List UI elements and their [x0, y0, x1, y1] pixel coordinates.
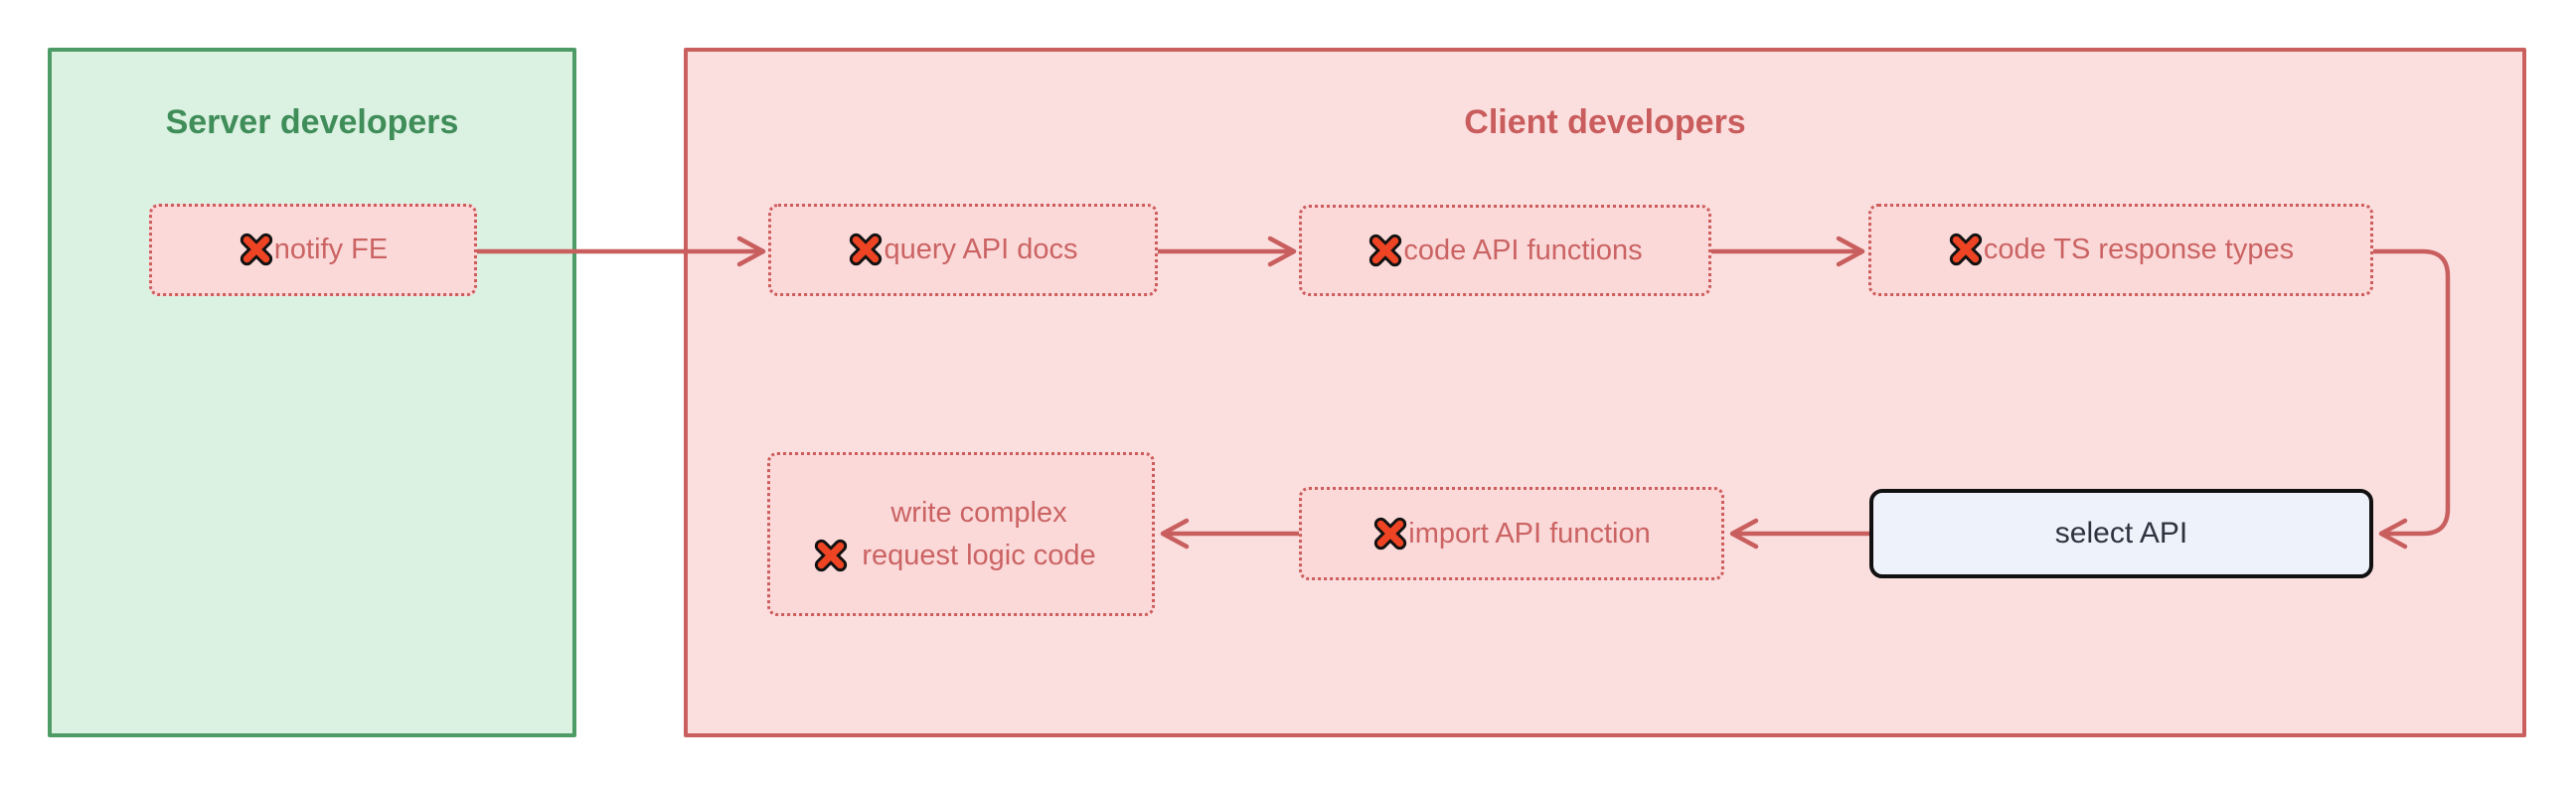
- node-code-api-functions: code API functions: [1299, 205, 1711, 296]
- client-group-title: Client developers: [1464, 103, 1746, 141]
- node-label: select API: [2054, 517, 2188, 551]
- cross-mark-icon: [1948, 232, 1984, 267]
- node-select-api: select API: [1869, 489, 2373, 578]
- cross-mark-icon: [1372, 516, 1408, 551]
- node-label: code TS response types: [1983, 234, 2295, 266]
- node-label: write complex request logic code: [862, 497, 1096, 571]
- node-label: query API docs: [884, 234, 1078, 266]
- node-label: import API function: [1408, 517, 1651, 550]
- node-code-ts-response-types: code TS response types: [1868, 204, 2373, 296]
- server-group-title: Server developers: [165, 103, 459, 141]
- client-developers-group: Client developers: [684, 48, 2526, 737]
- server-developers-group: Server developers: [48, 48, 576, 737]
- node-import-api-function: import API function: [1299, 487, 1724, 580]
- node-write-complex-request-logic: write complex request logic code: [767, 452, 1155, 616]
- cross-mark-icon: [813, 538, 849, 573]
- node-label: code API functions: [1403, 234, 1643, 266]
- cross-mark-icon: [239, 232, 274, 267]
- cross-mark-icon: [848, 232, 884, 267]
- cross-mark-icon: [1368, 233, 1403, 268]
- node-notify-fe: notify FE: [149, 204, 477, 296]
- node-query-api-docs: query API docs: [768, 204, 1158, 296]
- node-label: notify FE: [273, 234, 389, 266]
